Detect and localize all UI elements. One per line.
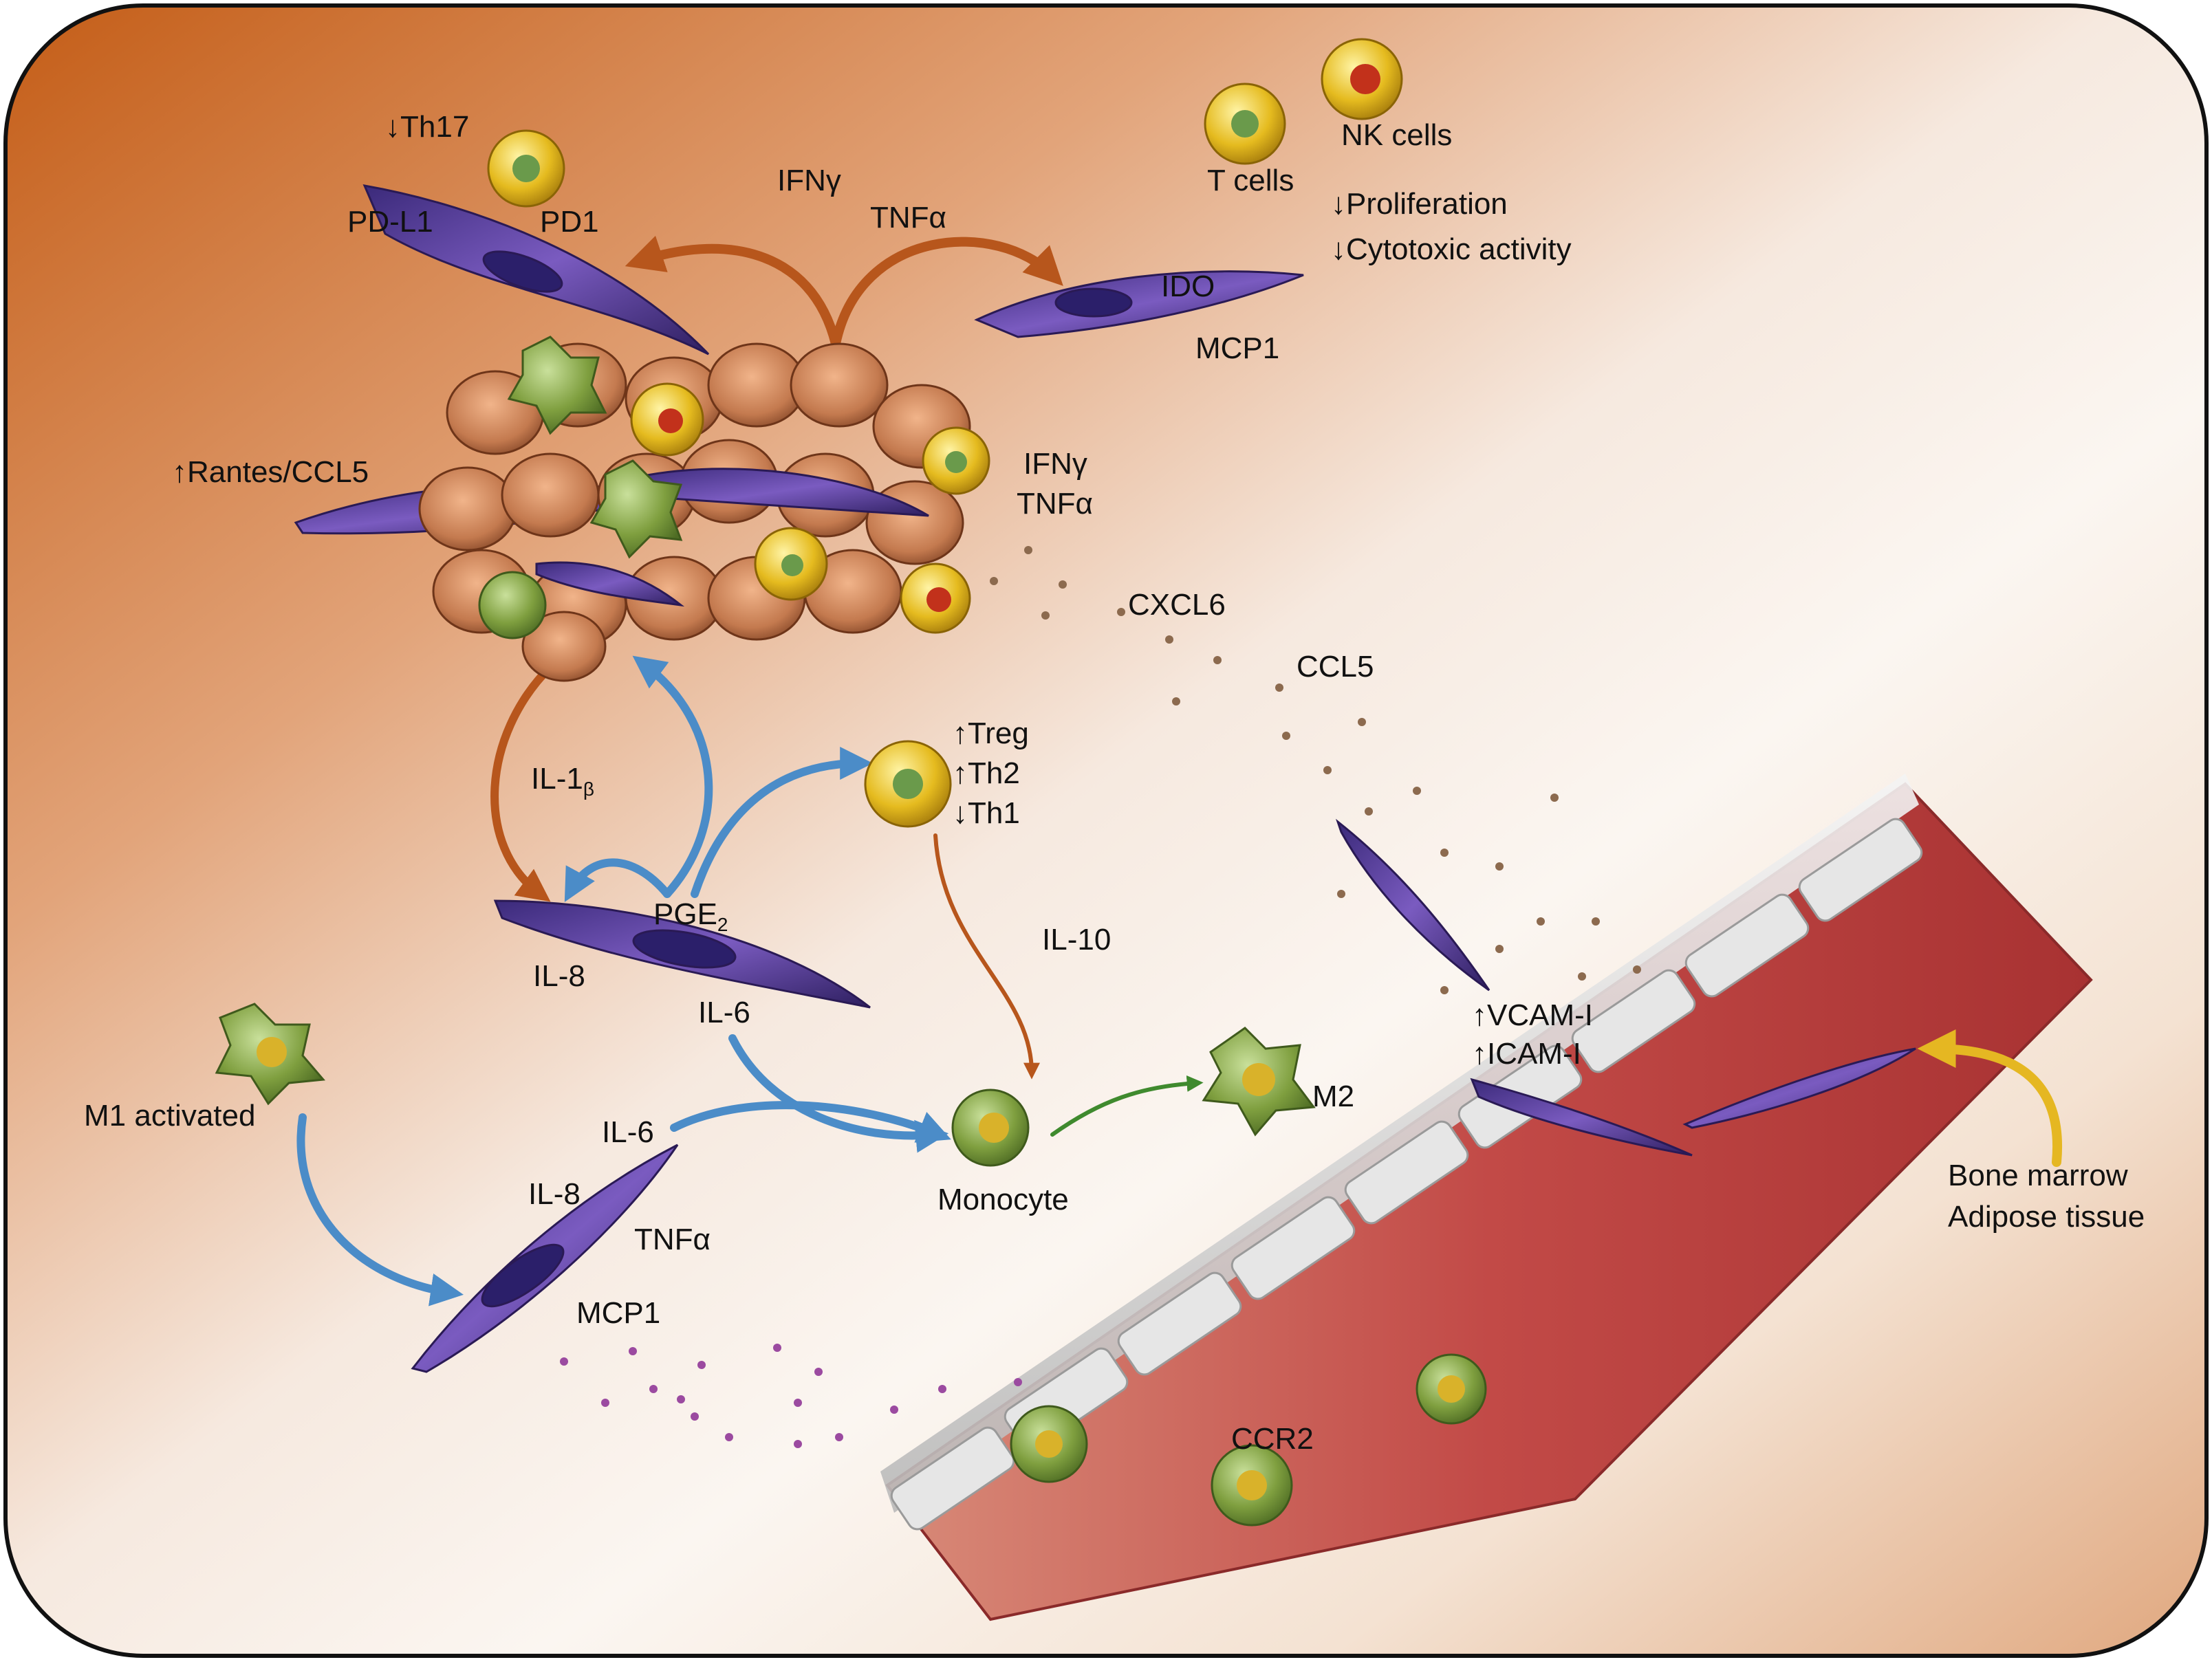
label-bone-marrow: Bone marrow	[1948, 1159, 2128, 1192]
label-th17: ↓Th17	[385, 110, 470, 144]
myeloid-cells	[215, 1003, 1487, 1527]
label-ccr2: CCR2	[1231, 1422, 1314, 1456]
label-vcam: ↑VCAM-I	[1472, 998, 1593, 1032]
label-il6-low: IL-6	[602, 1115, 654, 1149]
arrow-ifn-to-pd-l1-cell	[625, 235, 841, 349]
arrows	[296, 235, 2063, 1306]
arrow-il6-low-to-monocyte	[670, 1101, 951, 1143]
label-monocyte: Monocyte	[937, 1183, 1069, 1216]
label-proliferation: ↓Proliferation	[1331, 187, 1508, 221]
label-tnfa-low: TNFα	[634, 1223, 711, 1256]
label-icam: ↑ICAM-I	[1472, 1037, 1581, 1071]
chemokine-dots-cxcl6-ccl5	[990, 546, 1641, 994]
label-il8-low: IL-8	[528, 1177, 581, 1211]
label-il1b: IL-1β	[531, 762, 594, 800]
arrow-pge2-to-treg	[691, 747, 874, 898]
label-ido: IDO	[1161, 270, 1215, 303]
arrow-m1-to-msc	[296, 1113, 464, 1306]
label-treg: ↑Treg	[953, 717, 1029, 750]
arrow-il10-to-monocyte	[933, 833, 1040, 1080]
label-mcp1-top: MCP1	[1195, 331, 1280, 365]
label-pge-subscript: 2	[717, 914, 728, 935]
label-tnfa-top: TNFα	[870, 201, 946, 234]
label-pge-main: PGE	[653, 897, 717, 931]
chemokine-dots-mcp1	[560, 1344, 1022, 1448]
msc-cell-migrating	[1335, 818, 1490, 992]
label-il1-subscript: β	[583, 778, 594, 800]
label-pd1: PD1	[540, 205, 599, 239]
label-pd-l1: PD-L1	[347, 205, 433, 239]
blood-vessel	[880, 774, 2093, 1621]
label-adipose-tissue: Adipose tissue	[1948, 1200, 2145, 1234]
label-ifng-top: IFNγ	[777, 164, 841, 197]
label-pge2: PGE2	[653, 897, 728, 936]
msc-cell-in-vessel	[1682, 1047, 1916, 1129]
label-nk-cells: NK cells	[1341, 118, 1453, 152]
label-mcp1-low: MCP1	[576, 1296, 661, 1330]
label-rantes-ccl5: ↑Rantes/CCL5	[172, 455, 369, 489]
label-il8-mid: IL-8	[533, 959, 585, 993]
label-ccl5: CCL5	[1297, 650, 1374, 684]
arrow-pge2-to-cluster	[632, 655, 713, 898]
msc-cells	[294, 184, 1916, 1373]
arrow-pge2-loop	[564, 858, 671, 902]
label-cxcl6: CXCL6	[1128, 588, 1226, 622]
msc-cell-ido	[974, 270, 1304, 338]
cell-cluster	[418, 336, 990, 682]
label-cytotoxic-activity: ↓Cytotoxic activity	[1331, 232, 1572, 266]
label-ifng-mid: IFNγ	[1023, 447, 1087, 481]
arrow-monocyte-to-m2	[1050, 1075, 1204, 1137]
label-il6-mid: IL-6	[698, 996, 750, 1029]
msc-cell-endothelium	[1470, 1078, 1693, 1157]
label-il1-main: IL-1	[531, 762, 583, 796]
arrow-ifn-to-ido-cell	[831, 237, 1063, 349]
label-il10: IL-10	[1042, 923, 1112, 956]
arrow-il1-to-msc	[490, 663, 554, 902]
arrow-il6-to-monocyte	[728, 1034, 949, 1153]
label-tnfa-mid: TNFα	[1017, 487, 1093, 521]
label-t-cells: T cells	[1207, 164, 1294, 197]
label-th1: ↓Th1	[953, 796, 1020, 830]
label-th2: ↑Th2	[953, 756, 1020, 790]
label-m2: M2	[1312, 1080, 1355, 1113]
lymphocytes	[487, 38, 1403, 828]
label-m1-activated: M1 activated	[84, 1099, 256, 1133]
arrow-bone-marrow-to-vessel	[1917, 1029, 2063, 1167]
